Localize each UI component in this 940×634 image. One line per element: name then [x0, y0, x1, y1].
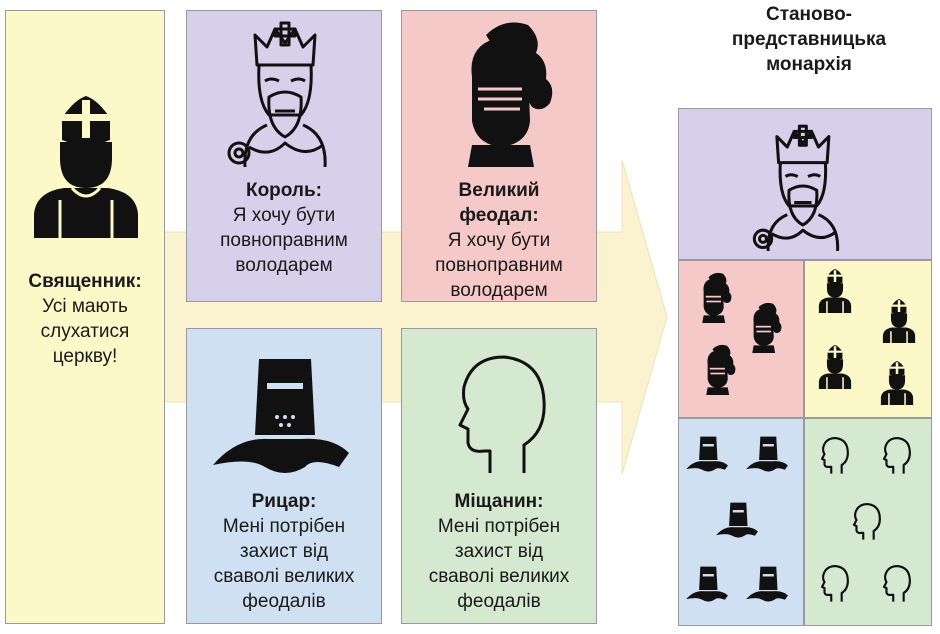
citizen-speech-line: захист від	[454, 541, 544, 562]
citizen-mini-icon	[882, 436, 911, 474]
feudal-name: Великий	[458, 180, 540, 201]
feudal-mini-icon	[702, 272, 732, 323]
knight-speech-line: сваволі великих	[213, 566, 355, 587]
citizen-speech-line: сваволі великих	[428, 566, 570, 587]
knight-name: Рицар:	[251, 491, 317, 512]
feudal-speech-line: Я хочу бути	[447, 230, 551, 251]
knight-helmet-icon	[468, 22, 553, 167]
citizen-name: Міщанин:	[454, 491, 544, 512]
king-card: Король: Я хочу бути повноправним володар…	[186, 10, 382, 302]
priest-mini-icon	[818, 269, 852, 313]
knight-icon	[213, 359, 349, 473]
diagram-title: Станово- представницька монархія	[680, 2, 938, 77]
knight-mini-icon	[746, 566, 788, 602]
citizen-head-icon	[458, 355, 546, 473]
feudal-speech-line: володарем	[450, 280, 548, 301]
monarchy-feudals-cell	[678, 260, 804, 418]
title-line: представницька	[731, 29, 887, 50]
citizen-speech-line: Мені потрібен	[437, 516, 561, 537]
feudal-mini-icon	[752, 302, 782, 353]
citizen-mini-icon	[820, 564, 849, 602]
citizen-mini-icon	[852, 502, 881, 540]
knight-mini-icon	[686, 436, 728, 472]
knight-mini-icon	[716, 502, 758, 538]
king-speech-line: володарем	[235, 255, 333, 276]
priest-mini-icon	[882, 299, 916, 343]
feudal-mini-icon	[706, 344, 736, 395]
monarchy-citizens-cell	[804, 418, 932, 626]
king-name: Король:	[245, 180, 323, 201]
king-icon	[752, 124, 840, 251]
king-speech-line: Я хочу бути	[232, 205, 336, 226]
priest-name: Священник:	[28, 271, 142, 292]
priest-speech-line: слухатися	[40, 321, 130, 342]
priest-icon	[34, 96, 138, 238]
knight-mini-icon	[686, 566, 728, 602]
citizen-mini-icon	[882, 564, 911, 602]
monarchy-knights-cell	[678, 418, 804, 626]
priest-card: Священник: Усі мають слухатися церкву!	[5, 10, 165, 624]
citizen-mini-icon	[820, 436, 849, 474]
king-icon	[227, 21, 327, 167]
knight-speech-line: захист від	[239, 541, 329, 562]
citizen-card: Міщанин: Мені потрібен захист від свавол…	[401, 328, 597, 624]
feudal-speech-line: повноправним	[435, 255, 563, 276]
knight-card: Рицар: Мені потрібен захист від сваволі …	[186, 328, 382, 624]
priest-speech-line: Усі мають	[42, 296, 128, 317]
monarchy-king-cell	[678, 108, 932, 260]
feudal-card: Великий феодал: Я хочу бути повноправним…	[401, 10, 597, 302]
knight-mini-icon	[746, 436, 788, 472]
title-line: монархія	[766, 54, 852, 75]
priest-mini-icon	[880, 361, 914, 405]
priest-mini-icon	[818, 345, 852, 389]
citizen-speech-line: феодалів	[457, 591, 541, 612]
knight-speech-line: Мені потрібен	[222, 516, 346, 537]
feudal-name: феодал:	[459, 205, 539, 226]
knight-speech-line: феодалів	[242, 591, 326, 612]
title-line: Станово-	[765, 4, 853, 25]
king-speech-line: повноправним	[220, 230, 348, 251]
monarchy-priests-cell	[804, 260, 932, 418]
priest-speech-line: церкву!	[52, 346, 118, 367]
